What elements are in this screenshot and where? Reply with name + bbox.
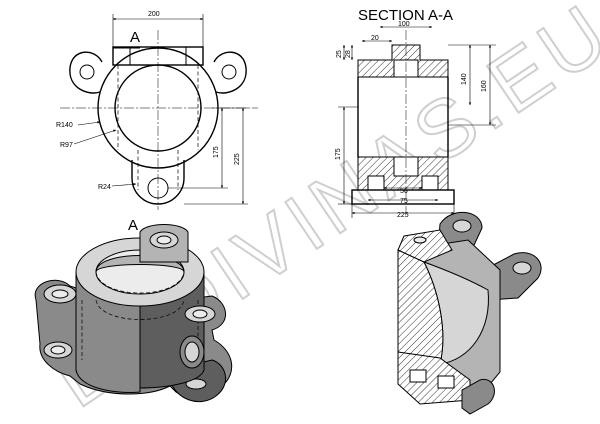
section-title: SECTION A-A	[358, 7, 453, 24]
isometric-view: A	[34, 217, 233, 403]
view-label-a-top: A	[130, 29, 140, 46]
dim-20: 20	[371, 35, 379, 42]
dim-100: 100	[398, 21, 410, 28]
dim-25: 25	[336, 50, 343, 58]
isometric-section-view	[397, 211, 542, 415]
view-label-a-bottom: A	[128, 217, 138, 234]
dim-225-top: 225	[234, 153, 241, 165]
dim-175-section: 175	[335, 148, 342, 160]
section-view: SECTION A-A 100 20 25 28 140 160	[335, 7, 496, 219]
dim-r97: R97	[60, 142, 73, 149]
dim-r24: R24	[98, 184, 111, 191]
dim-28: 28	[345, 50, 352, 58]
dim-56: 56	[400, 188, 408, 195]
dim-r140: R140	[56, 122, 73, 129]
dim-75: 75	[400, 198, 408, 205]
dim-175-top: 175	[213, 146, 220, 158]
dim-200: 200	[148, 11, 160, 18]
top-view: 200 A R140 R97 R24 175 225	[56, 11, 258, 210]
dim-140: 140	[461, 73, 468, 85]
dim-160: 160	[481, 80, 488, 92]
dim-225-section: 225	[397, 212, 409, 219]
